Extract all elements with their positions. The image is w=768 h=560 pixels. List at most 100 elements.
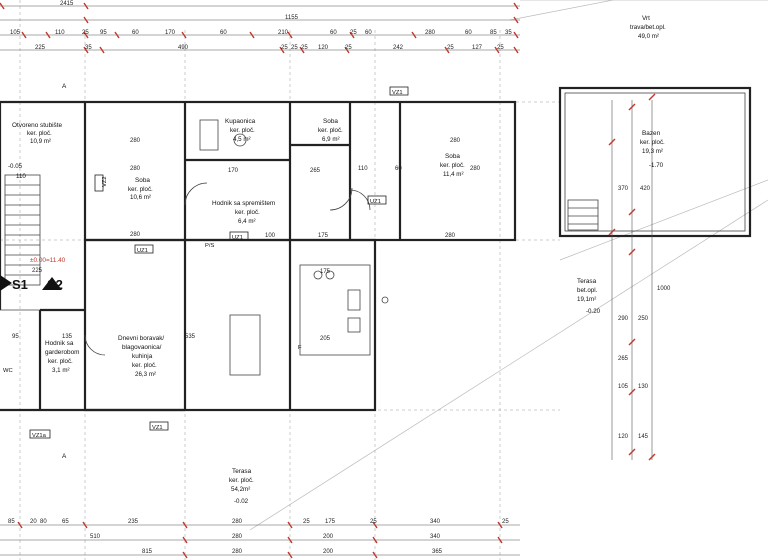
level-mark: -0.02 [234, 498, 249, 505]
dim-label: 250 [638, 316, 649, 322]
dim-label: 370 [618, 186, 629, 192]
dim-label: 280 [130, 166, 141, 172]
dim-total: 1155 [285, 15, 299, 21]
room-floor: ker. ploč. [230, 127, 255, 134]
tag-f: F [298, 345, 302, 351]
dim-label: 25 [497, 45, 504, 51]
dim-label: 110 [55, 30, 65, 36]
dim-label: 60 [132, 30, 139, 36]
dim-label: 205 [320, 336, 331, 342]
dim-label: 280 [445, 233, 456, 239]
room-area: 54,2m² [231, 486, 250, 493]
dim-label: 280 [425, 30, 436, 36]
room-bazen: Bazen ker. ploč. 19,3 m² -1.70 [640, 130, 665, 169]
dim-label: 200 [323, 534, 334, 540]
room-area: 10,9 m² [30, 138, 51, 145]
tag-uz1: UZ1 [137, 248, 148, 254]
tag-vz1: VZ1 [152, 425, 163, 431]
dim-label: 25 [301, 45, 308, 51]
bottom-dimensions: 85 20 80 65 235 280 25 175 25 340 25 510… [0, 519, 520, 559]
room-name: Soba [445, 153, 460, 160]
room-area: 19,3 m² [642, 148, 663, 155]
dim-label: 25 [291, 45, 298, 51]
room-floor: ker. ploč. [235, 209, 260, 216]
dim-label: 25 [303, 519, 310, 525]
room-name: Dnevni boravak/ [118, 335, 164, 342]
section-arrow [0, 275, 12, 291]
dim-label: 145 [638, 434, 649, 440]
room-name-2: garderobom [45, 349, 79, 356]
dim-label: 200 [323, 549, 334, 555]
dim-label: 280 [470, 166, 481, 172]
section-a-top: A [62, 83, 67, 90]
dim-total-left: 2415 [60, 1, 74, 7]
site-line [509, 0, 616, 21]
room-area: 10,6 m² [130, 194, 151, 201]
dim-label: 290 [618, 316, 629, 322]
tag-uz1: UZ1 [232, 235, 243, 241]
dim-label: 280 [130, 138, 141, 144]
room-floor: ker. ploč. [440, 162, 465, 169]
dim-label: 95 [12, 334, 19, 340]
tag-uz1: UZ1 [370, 199, 381, 205]
dim-label: 242 [393, 45, 404, 51]
room-name: Terasa [577, 278, 597, 285]
dim-label: 340 [430, 519, 441, 525]
dim-label: 175 [318, 233, 329, 239]
tag-wc: WC [3, 368, 13, 374]
dim-label: 60 [220, 30, 227, 36]
dim-label: 365 [432, 549, 443, 555]
room-floor: ker. ploč. [132, 362, 157, 369]
building-walls [0, 100, 517, 412]
room-name: Soba [323, 118, 338, 125]
dim-label: 65 [62, 519, 69, 525]
tag-vz1: VZ1 [392, 90, 403, 96]
dim-label: 127 [472, 45, 483, 51]
room-floor: bet.opl. [577, 287, 598, 294]
dim-label: 110 [358, 166, 368, 172]
dim-label: 175 [320, 269, 331, 275]
dim-label: 35 [505, 30, 512, 36]
site-line [559, 179, 768, 261]
dim-label: 25 [350, 30, 357, 36]
room-otvoreno-stubiste: Otvoreno stubište ker. ploč. 10,9 m² [12, 122, 63, 145]
room-name: Hodnik sa [45, 340, 74, 347]
dim-label: 265 [310, 168, 321, 174]
dim-label: 25 [370, 519, 377, 525]
room-floor: ker. ploč. [640, 139, 665, 146]
room-name: Hodnik sa spremištem [212, 200, 275, 207]
room-name: Otvoreno stubište [12, 122, 63, 129]
dim-label: 235 [128, 519, 139, 525]
dim-label: 280 [130, 232, 141, 238]
doors [84, 182, 371, 356]
dim-label: 25 [502, 519, 509, 525]
pool-area [558, 86, 752, 238]
dim-label: 105 [10, 30, 21, 36]
dim-label: 490 [178, 45, 189, 51]
room-area: 6,9 m² [322, 136, 340, 143]
stair-offset: 110 [16, 173, 26, 180]
dim-label: 85 [490, 30, 497, 36]
dim-label: 60 [395, 166, 402, 172]
site-line [249, 199, 768, 531]
room-name: Terasa [232, 468, 252, 475]
section-arrow [42, 277, 62, 290]
dim-label: 170 [165, 30, 176, 36]
section-s1: S1 [12, 277, 28, 292]
dim-label: 135 [62, 334, 73, 340]
room-vrt: Vrt trava/bet.opl. 49,0 m² [630, 15, 666, 40]
room-name: Soba [135, 177, 150, 184]
room-floor: trava/bet.opl. [630, 24, 666, 31]
room-name: Kupaonica [225, 118, 256, 125]
dim-label: 120 [618, 434, 629, 440]
top-dimensions: 2415 1155 105 110 25 95 60 170 60 210 60… [0, 1, 520, 54]
dim-label: 85 [8, 519, 15, 525]
dim-label: 25 [82, 30, 89, 36]
room-area: 6,4 m² [238, 218, 256, 225]
tag-vz2: VZ2 [102, 176, 108, 187]
room-floor: ker. ploč. [128, 186, 153, 193]
dim-label: 170 [228, 168, 239, 174]
level-marks: -0.05 110 ±0.00=11.40 [8, 163, 66, 264]
dim-label: 225 [35, 45, 46, 51]
